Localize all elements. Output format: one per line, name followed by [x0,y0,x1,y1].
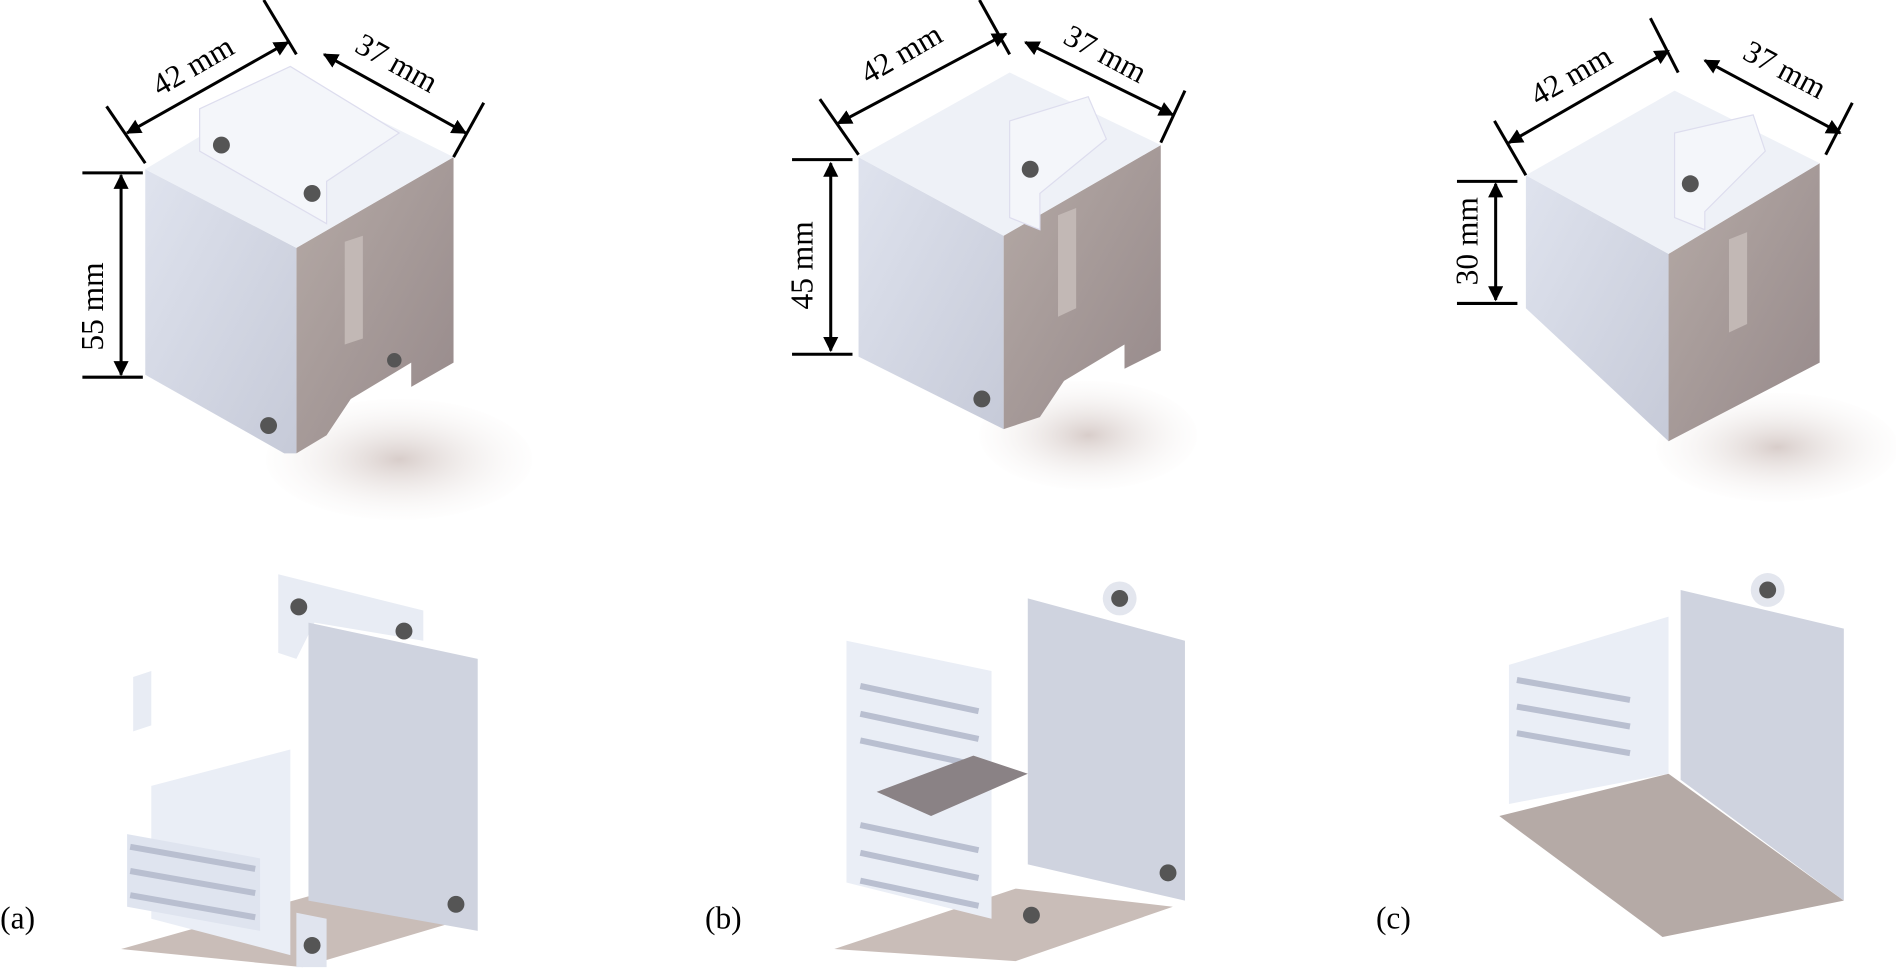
dim-width-a: 42 mm [146,28,240,102]
panel-label-b: (b) [705,900,742,935]
panel-b-assembled-render [858,72,1198,490]
panel-label-c: (c) [1376,900,1411,935]
panel-c-assembled-render [1525,90,1896,502]
dim-height-a: 55 mm [75,262,110,350]
panel-c-exploded-render [1499,573,1844,937]
panel-a-exploded-render [121,574,478,968]
dim-depth-a: 37 mm [350,26,444,99]
dim-height-b: 45 mm [785,221,820,309]
panel-label-a: (a) [0,900,35,935]
panel-a-dimensions: 42 mm 37 mm 55 mm [75,0,486,379]
panel-b-exploded-render [834,581,1185,962]
dim-height-c: 30 mm [1450,197,1485,285]
dim-width-c: 42 mm [1524,38,1618,112]
dim-depth-c: 37 mm [1738,33,1832,105]
dim-depth-b: 37 mm [1058,18,1152,90]
panel-a-assembled-render [145,65,533,520]
dim-width-b: 42 mm [854,16,948,90]
